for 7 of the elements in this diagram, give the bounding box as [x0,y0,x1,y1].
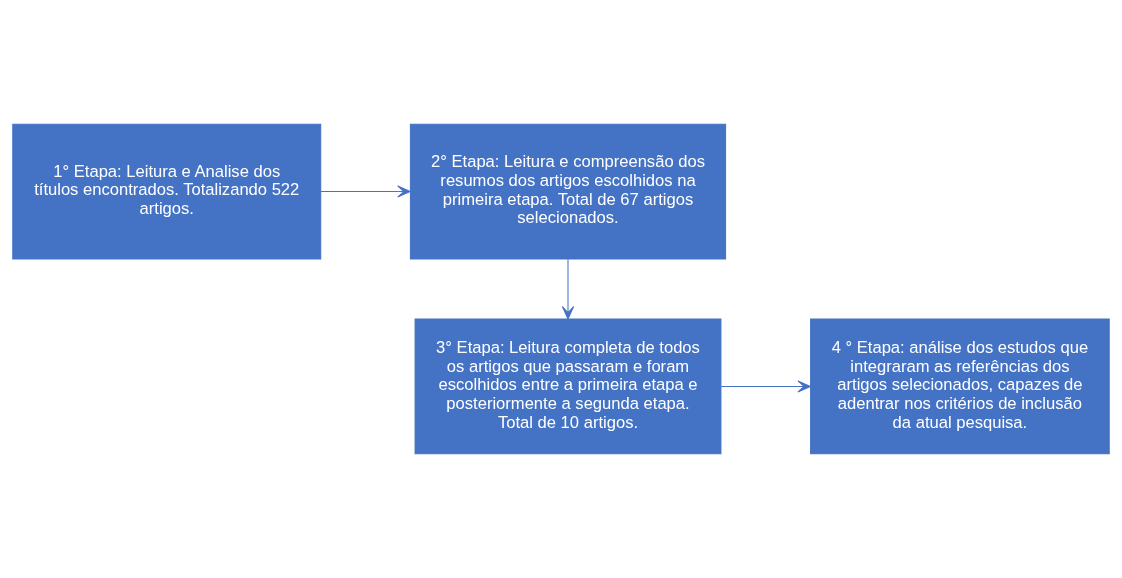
node-box: 4 ° Etapa: análise dos estudos que integraram as referências dos artigos selecionados, capazes de adentrar nos critérios de inclusão da atual pesquisa. [810,318,1110,455]
arrow [561,258,575,320]
node-box: 3° Etapa: Leitura completa de todos os artigos que passaram e foram escolhidos entre a primeira etapa e posteriormente a segunda etapa. Total de 10 artigos. [414,318,722,455]
node-box: 2° Etapa: Leitura e compreensão dos resumos dos artigos escolhidos na primeira etapa. Total de 67 artigos selecionados. [409,123,727,260]
node-box: 1° Etapa: Leitura e Analise dos títulos encontrados. Totalizando 522 artigos. [12,123,322,260]
arrow [320,185,411,198]
arrow [720,380,811,393]
